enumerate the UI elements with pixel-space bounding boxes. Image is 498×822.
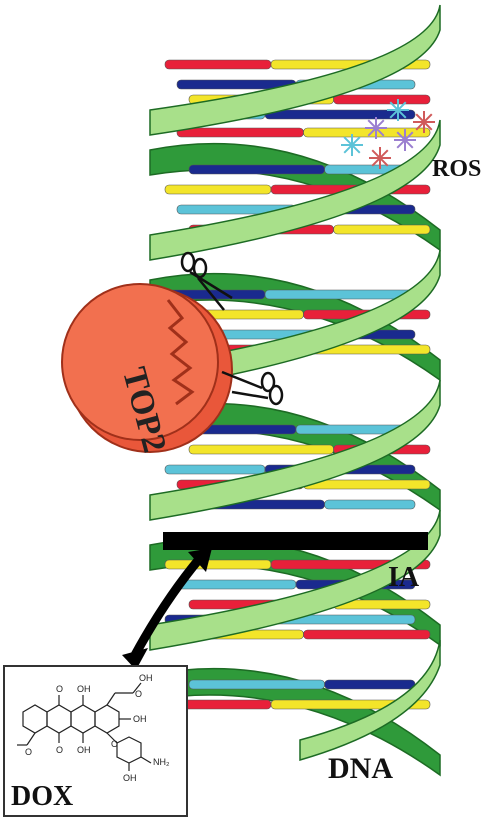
svg-text:OH: OH <box>123 773 137 783</box>
top2-enzyme: TOP2 <box>61 283 233 456</box>
dox-label: DOX <box>11 781 74 812</box>
ros-star-icon <box>341 99 435 169</box>
base-pair-segment <box>164 464 266 475</box>
svg-text:O: O <box>111 739 118 749</box>
base-pair-segment <box>333 94 431 105</box>
ros-star-ray <box>367 119 385 137</box>
ros-star-ray <box>415 113 433 131</box>
base-pair-segment <box>264 289 416 300</box>
scissors-icon <box>180 251 233 311</box>
base-pair-segment <box>164 184 272 195</box>
svg-text:O: O <box>56 745 63 755</box>
base-pair-segment <box>188 444 334 455</box>
base-pair-segment <box>303 629 431 640</box>
ia-label: IA <box>388 562 420 593</box>
svg-text:NH₂: NH₂ <box>153 757 170 767</box>
base-pair-segment <box>303 127 431 138</box>
base-pair-segment <box>176 579 297 590</box>
intercalator-bar <box>163 532 428 550</box>
svg-text:OH: OH <box>77 745 91 755</box>
svg-text:OH: OH <box>133 714 147 724</box>
svg-text:O: O <box>25 747 32 757</box>
svg-text:O: O <box>135 689 142 699</box>
svg-text:OH: OH <box>139 673 153 683</box>
svg-text:OH: OH <box>77 684 91 694</box>
base-pair-segment <box>324 499 416 510</box>
base-pair-segment <box>164 59 272 70</box>
dna-label: DNA <box>328 752 393 785</box>
scissors-icon <box>221 370 284 406</box>
base-pair-segment <box>324 679 416 690</box>
ros-label: ROS <box>432 156 482 182</box>
svg-text:O: O <box>56 684 63 694</box>
base-pair-segment <box>188 679 325 690</box>
base-pair-segment <box>188 164 325 175</box>
base-pair-segment <box>164 559 272 570</box>
ros-star-ray <box>389 101 407 119</box>
dox-structure-box: O OH OH O OH O OH O O NH₂ OH DOX <box>3 665 188 817</box>
base-pair-segment <box>333 224 431 235</box>
ros-star-ray <box>343 136 361 154</box>
ros-star-ray <box>396 131 414 149</box>
doxorubicin-structure-icon: O OH OH O OH O OH O O NH₂ OH <box>17 673 170 783</box>
arrow-icon <box>122 548 212 670</box>
base-pair-segment <box>176 127 304 138</box>
ros-star-ray <box>371 149 389 167</box>
